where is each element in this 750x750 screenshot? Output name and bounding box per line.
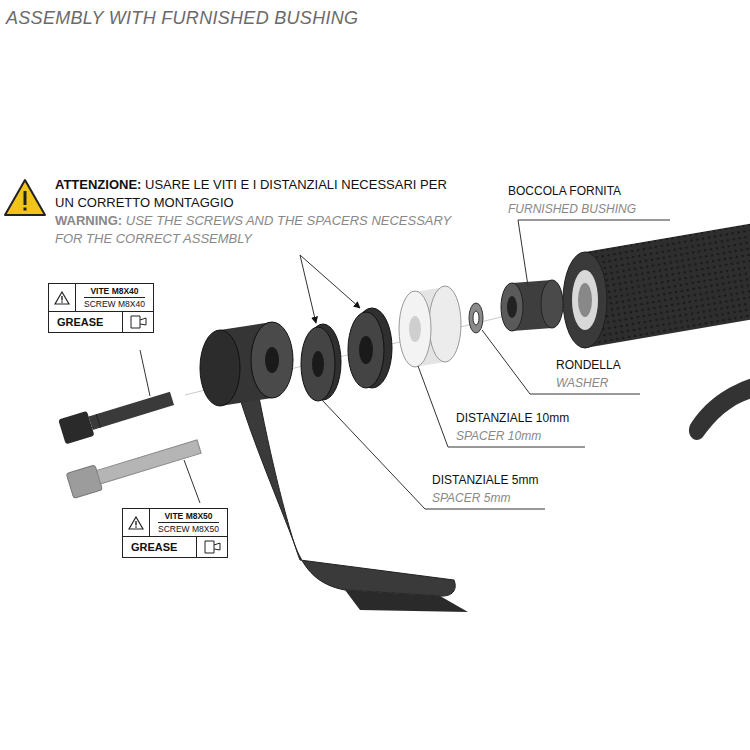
warning-note: ATTENZIONE: USARE LE VITI E I DISTANZIAL…	[55, 176, 455, 248]
part-label: BOCCOLA FORNITA	[508, 184, 621, 198]
screw-spec: SCREW M8X40	[84, 297, 145, 309]
warning-icon	[123, 509, 150, 536]
warning-paragraph: ATTENZIONE: USARE LE VITI E I DISTANZIAL…	[55, 176, 455, 212]
spec-text: VITE M8X50SCREW M8X50	[150, 509, 227, 536]
grease-row: GREASE	[123, 537, 227, 557]
spacer-5mm	[301, 324, 341, 401]
part-label: RONDELLA	[556, 358, 621, 372]
screw-spec: VITE M8X40	[90, 286, 138, 296]
part-label: DISTANZIALE 10mm	[456, 411, 569, 425]
spec-row: VITE M8X50SCREW M8X50	[123, 509, 227, 537]
lever-guard	[200, 322, 468, 612]
grip	[563, 222, 750, 348]
grease-note: GREASE	[49, 313, 122, 331]
warning-paragraph: WARNING: USE THE SCREWS AND THE SPACERS …	[55, 212, 455, 248]
warning-icon	[49, 284, 76, 311]
part-label: SPACER 5mm	[432, 491, 510, 505]
part-label: SPACER 10mm	[456, 429, 541, 443]
bushing	[501, 280, 563, 331]
screw-spec-box: VITE M8X50SCREW M8X50GREASE	[122, 508, 228, 558]
warning-icon	[5, 180, 45, 215]
part-label: WASHER	[556, 376, 608, 390]
spacer-disk	[348, 308, 392, 388]
screw-spec: VITE M8X50	[164, 511, 212, 521]
spacer-10mm	[399, 286, 461, 367]
brake-lever	[689, 378, 750, 440]
grease-icon	[122, 312, 153, 332]
screw-spec-box: VITE M8X40SCREW M8X40GREASE	[48, 283, 154, 333]
screw-m8x40	[58, 386, 176, 444]
leader-lines	[140, 220, 670, 509]
spec-text: VITE M8X40SCREW M8X40	[76, 284, 153, 311]
warning-text: WARNING:	[55, 213, 122, 228]
screw-spec: SCREW M8X50	[158, 522, 219, 534]
warning-text: ATTENZIONE:	[55, 177, 141, 192]
part-label: DISTANZIALE 5mm	[432, 473, 538, 487]
screw-m8x50	[66, 434, 203, 498]
grease-note: GREASE	[123, 538, 196, 556]
part-label: FURNISHED BUSHING	[508, 202, 636, 216]
grease-row: GREASE	[49, 312, 153, 332]
washer	[469, 303, 483, 333]
spec-row: VITE M8X40SCREW M8X40	[49, 284, 153, 312]
title: ASSEMBLY WITH FURNISHED BUSHING	[6, 8, 358, 29]
grease-icon	[196, 537, 227, 557]
